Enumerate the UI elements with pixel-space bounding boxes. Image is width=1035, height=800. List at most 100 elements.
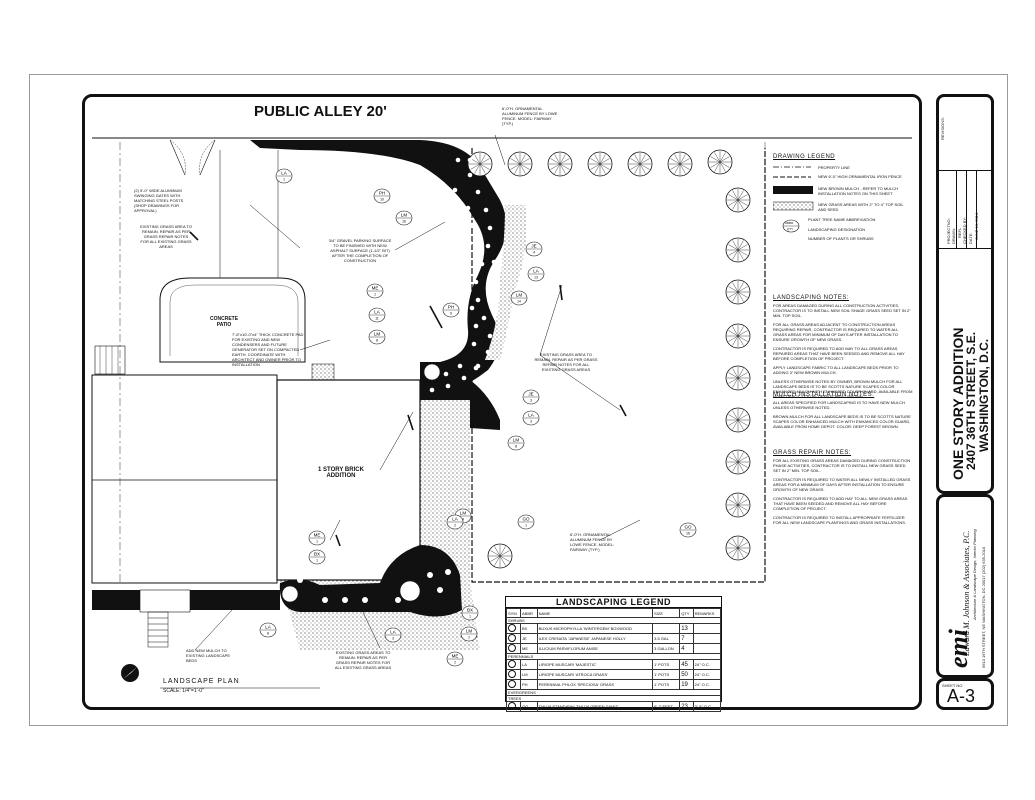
tree-symbol bbox=[725, 365, 751, 391]
large-shrub-symbol bbox=[423, 363, 441, 381]
note-paragraph: FOR AREAS DAMAGED DURING ALL CONSTRUCTIO… bbox=[773, 303, 911, 318]
drawing-legend-item: NEW BROWN MULCH - REFER TO MULCH INSTALL… bbox=[818, 186, 899, 196]
plant-tag: LA2 bbox=[446, 514, 464, 530]
shrub-symbol bbox=[429, 387, 435, 393]
plant-tag-code: LA bbox=[390, 630, 396, 635]
addition-building bbox=[276, 379, 421, 581]
mulch-notes: ALL AREAS SPECIFIED FOR LANDSCAPING IS T… bbox=[773, 400, 913, 433]
large-shrub-symbol bbox=[399, 580, 421, 602]
callout-grass-1: EXISTING GRASS AREA TO REMAIN. REPAIR AS… bbox=[140, 224, 192, 249]
callout-grass-3: EXISTING GRASS AREAS TO REMAIN. REPAIR A… bbox=[334, 650, 392, 670]
legend-symbol bbox=[506, 679, 521, 690]
plant-tag: LM2 bbox=[460, 626, 478, 642]
plant-tag-qty: 16 bbox=[402, 220, 406, 224]
legend-cell-qty: 50 bbox=[679, 669, 694, 680]
revisions-block bbox=[936, 94, 994, 494]
legend-column-header: SYM bbox=[506, 608, 521, 618]
drawing-legend-item: NUMBER OF PLANTS OR SHRUBS bbox=[808, 236, 874, 241]
legend-cell-size: 3.5 GAL bbox=[652, 633, 681, 644]
plant-tag-qty: 1 bbox=[469, 615, 471, 619]
plant-tag-qty: 8 bbox=[515, 445, 517, 449]
mulch-bed-curve bbox=[250, 140, 507, 398]
plant-tag-qty: 2 bbox=[454, 524, 456, 528]
grass-notes: FOR ALL EXISTING GRASS AREAS DAMAGED DUR… bbox=[773, 458, 913, 529]
plant-tag-qty: 1 bbox=[525, 524, 527, 528]
shrub-symbol bbox=[469, 222, 475, 228]
shrub-symbol bbox=[459, 257, 465, 263]
plant-tag-qty: 1 bbox=[316, 540, 318, 544]
tree-symbol bbox=[487, 543, 513, 569]
shrub-symbol bbox=[465, 287, 471, 293]
new-grass-patch bbox=[311, 363, 335, 381]
legend-column-header: QTY bbox=[679, 608, 694, 618]
legend-cell-remarks: 24" O.C. bbox=[692, 679, 722, 690]
tree-symbol bbox=[725, 449, 751, 475]
north-arrow bbox=[121, 664, 139, 682]
plant-tag-qty: 3 bbox=[392, 637, 394, 641]
front-steps bbox=[147, 611, 169, 648]
plant-tag: BX 1 bbox=[461, 605, 479, 621]
tree-symbol bbox=[725, 187, 751, 213]
tree-symbol bbox=[467, 151, 493, 177]
plant-tag-code: LM bbox=[516, 293, 523, 298]
plant-tag-code: JE bbox=[531, 244, 536, 249]
tree-symbol bbox=[725, 492, 751, 518]
plan-scale: SCALE: 1/4"=1'-0" bbox=[163, 688, 204, 694]
landscaping-notes-title: LANDSCAPING NOTES: bbox=[773, 295, 850, 301]
landscaping-notes: FOR AREAS DAMAGED DURING ALL CONSTRUCTIO… bbox=[773, 303, 913, 403]
callout-gravel: 3/4" GRAVEL PARKING SURFACE TO BE FINISH… bbox=[328, 238, 392, 263]
plant-tag-qty: 11 bbox=[375, 317, 379, 321]
shrub-symbol bbox=[491, 297, 497, 303]
plant-tag-qty: 4 bbox=[462, 518, 464, 522]
plant-tag-qty: 3 bbox=[530, 420, 532, 424]
drawing-legend-item: LANDSCAPING DESIGNATION bbox=[808, 227, 866, 232]
note-paragraph: ALL AREAS SPECIFIED FOR LANDSCAPING IS T… bbox=[773, 400, 905, 410]
plant-tag-code: LA bbox=[533, 269, 539, 274]
legend-symbol bbox=[506, 643, 521, 654]
legend-symbol bbox=[506, 633, 521, 644]
plant-tag-code: JE bbox=[528, 392, 533, 397]
plant-tag: LA8 bbox=[259, 622, 277, 638]
note-paragraph: BROWN MULCH FOR ALL LANDSCAPE BEDS IS TO… bbox=[773, 414, 911, 429]
legend-cell-qty: 23 bbox=[679, 701, 694, 712]
plant-tag: LA 3 bbox=[384, 627, 402, 643]
plant-tag-qty: 1 bbox=[374, 293, 376, 297]
large-shrub-symbol bbox=[281, 585, 299, 603]
tree-symbol bbox=[587, 151, 613, 177]
plant-tag: ME2 bbox=[446, 651, 464, 667]
legend-column-header: NAME bbox=[536, 608, 654, 618]
plant-tag-code: PH bbox=[448, 305, 454, 310]
tree-symbol bbox=[547, 151, 573, 177]
legend-cell-remarks: 24" O.C. bbox=[692, 669, 722, 680]
shrub-symbol bbox=[479, 261, 485, 267]
plant-tag-qty: 1 bbox=[316, 559, 318, 563]
shrub-symbol bbox=[485, 243, 491, 249]
sheet-number: A-3 bbox=[947, 686, 976, 706]
firm-block bbox=[936, 494, 994, 678]
shrub-symbol bbox=[437, 587, 443, 593]
plant-tag-qty: 4 bbox=[533, 251, 535, 255]
legend-cell-size: 1' POTS bbox=[652, 679, 681, 690]
date-value: JUNE 10, 2014 bbox=[974, 212, 979, 240]
plant-tag: BX1 bbox=[308, 549, 326, 565]
addition-label: 1 STORY BRICK ADDITION bbox=[318, 467, 364, 479]
note-paragraph: FOR ALL GRASS AREAS ADJACENT TO CONSTRUC… bbox=[773, 322, 899, 342]
legend-tag-qty: QTY bbox=[787, 227, 794, 231]
shrub-symbol bbox=[461, 375, 467, 381]
plant-tag-code: LM bbox=[460, 511, 467, 516]
plant-tag-code: BX bbox=[467, 608, 473, 613]
swing-gate bbox=[169, 139, 216, 176]
shrub-symbol bbox=[443, 371, 449, 377]
revisions-label: REVISIONS: bbox=[940, 117, 945, 140]
tree-symbol bbox=[507, 151, 533, 177]
callout-grass-2: EXISTING GRASS AREA TO REMAIN. REPAIR AS… bbox=[534, 352, 598, 372]
shrub-symbol bbox=[475, 297, 481, 303]
shrub-symbol bbox=[473, 323, 479, 329]
plant-tag-qty: 2 bbox=[454, 661, 456, 665]
